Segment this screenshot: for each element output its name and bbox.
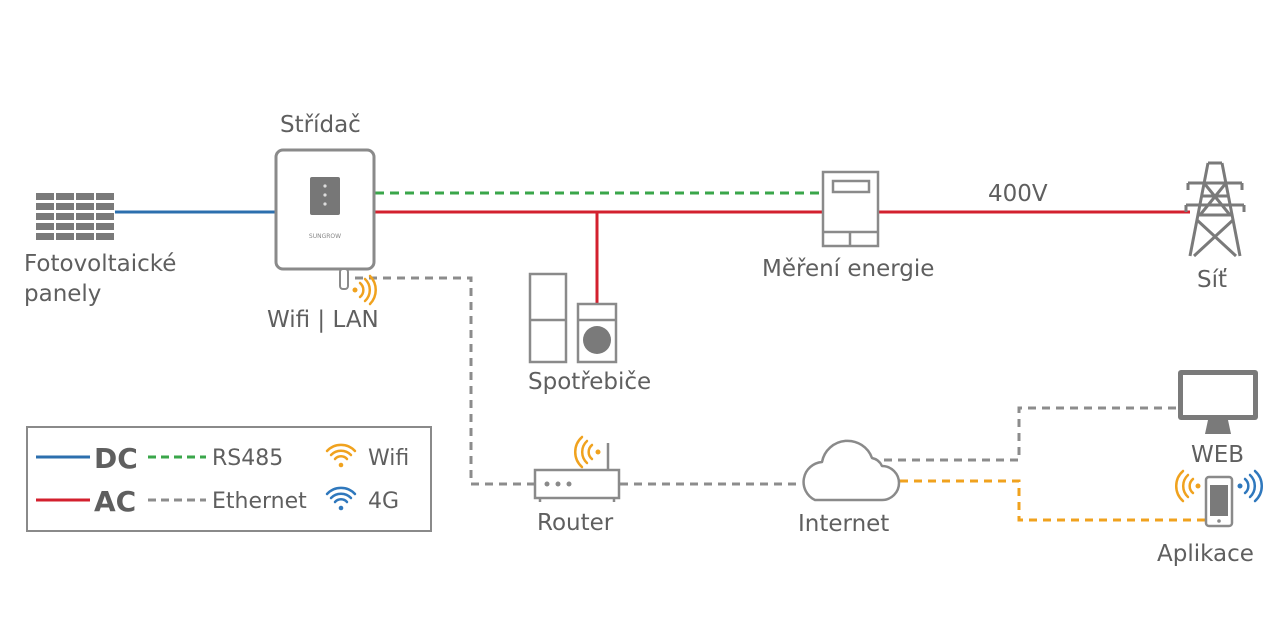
legend-swatches — [36, 443, 357, 511]
inverter-brand: SUNGROW — [309, 233, 341, 240]
cloud-icon — [802, 439, 901, 502]
panels-label-line1: Fotovoltaické — [24, 251, 177, 277]
monitor-icon — [1178, 370, 1258, 434]
legend-4g-label: 4G — [368, 489, 400, 514]
panels-label-line2: panely — [24, 281, 102, 307]
web-label: WEB — [1191, 442, 1245, 468]
wifi-line-internet-app — [900, 479, 1205, 522]
legend-ethernet-label: Ethernet — [212, 489, 307, 514]
smartphone-icon — [1204, 475, 1234, 528]
legend: DC AC RS485 Ethernet Wifi 4G — [26, 426, 432, 532]
phone-wifi-icon — [1174, 469, 1201, 503]
grid-label: Síť — [1197, 267, 1228, 293]
legend-rs485-label: RS485 — [212, 446, 284, 471]
energy-meter-icon — [821, 170, 880, 248]
legend-wifi-label: Wifi — [368, 446, 410, 471]
inverter-icon: SUNGROW — [274, 148, 376, 290]
wifi-icon — [352, 274, 377, 306]
ethernet-line-internet-web — [884, 406, 1178, 462]
ethernet-line-inverter-router — [355, 276, 535, 486]
transmission-tower-icon — [1184, 161, 1246, 258]
wifi-lan-label: Wifi | LAN — [267, 307, 379, 333]
appliances-label: Spotřebiče — [528, 369, 652, 395]
voltage-label: 400V — [988, 181, 1048, 207]
fridge-icon — [528, 272, 568, 364]
solar-panel-icon — [36, 193, 114, 240]
router-label: Router — [537, 510, 614, 536]
legend-4g-icon — [325, 486, 357, 511]
legend-dc-label: DC — [94, 442, 138, 475]
inverter-label: Střídač — [280, 112, 361, 138]
router-wifi-icon — [573, 435, 601, 469]
legend-ac-label: AC — [94, 485, 137, 518]
app-label: Aplikace — [1157, 541, 1254, 567]
connections — [115, 191, 1205, 522]
phone-4g-icon — [1237, 469, 1264, 503]
router-icon — [533, 443, 621, 502]
washing-machine-icon — [576, 302, 618, 364]
meter-label: Měření energie — [762, 256, 935, 282]
internet-label: Internet — [798, 511, 890, 537]
legend-wifi-icon — [325, 443, 357, 468]
